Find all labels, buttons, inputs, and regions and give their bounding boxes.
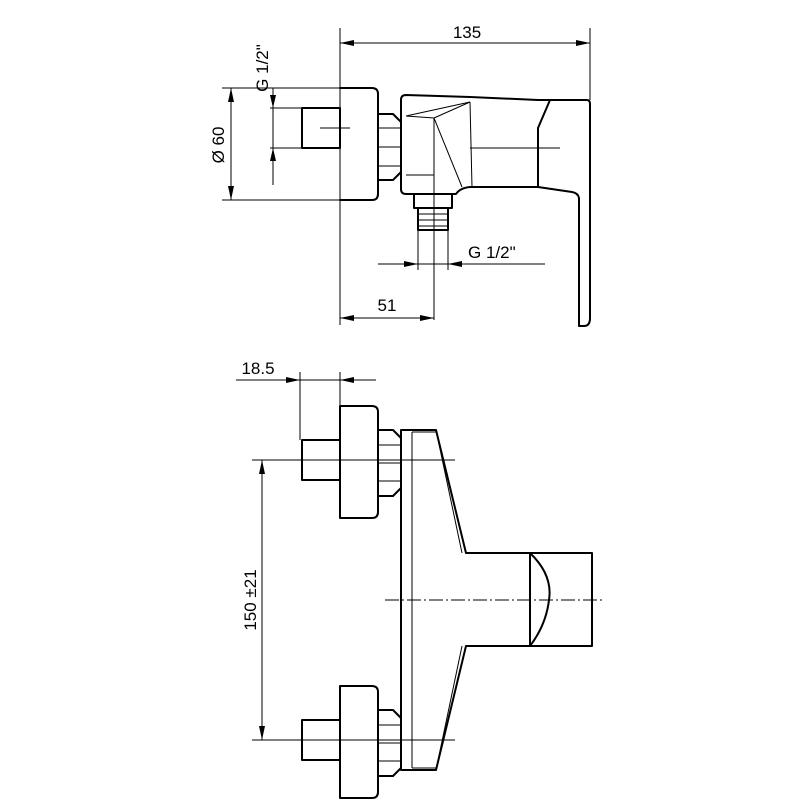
dim-thread-top-label: G 1/2"	[253, 44, 272, 92]
dim-thread-outlet-label: G 1/2"	[468, 243, 516, 262]
front-view: 18.5 150 ±21	[236, 359, 605, 799]
side-view: 135 G 1/2" Ø 60	[209, 23, 591, 327]
hex-nut-side	[377, 113, 402, 181]
dimension-inlet-depth: 18.5	[236, 359, 376, 440]
dim-18-5-label: 18.5	[241, 359, 274, 378]
dimension-inlet-spacing: 150 ±21	[241, 459, 455, 741]
dimension-thread-top: G 1/2"	[253, 44, 302, 185]
dimension-outlet-offset: 51	[340, 296, 434, 321]
dim-150-label: 150 ±21	[241, 569, 260, 630]
mixer-body-side	[400, 94, 560, 195]
lower-inlet-front	[301, 685, 402, 799]
lever-handle-side	[537, 99, 591, 327]
dim-51-label: 51	[378, 296, 397, 315]
upper-inlet-front	[301, 405, 402, 519]
dimension-thread-outlet: G 1/2"	[378, 230, 545, 270]
dim-diameter-label: Ø 60	[209, 127, 228, 164]
dim-135-label: 135	[453, 23, 481, 42]
dimension-overall-length: 135	[340, 23, 590, 46]
wall-flange	[339, 87, 379, 201]
inlet-pipe-side	[301, 107, 350, 149]
outlet-connector-side	[413, 140, 453, 320]
dimension-diameter: Ø 60	[209, 87, 340, 201]
